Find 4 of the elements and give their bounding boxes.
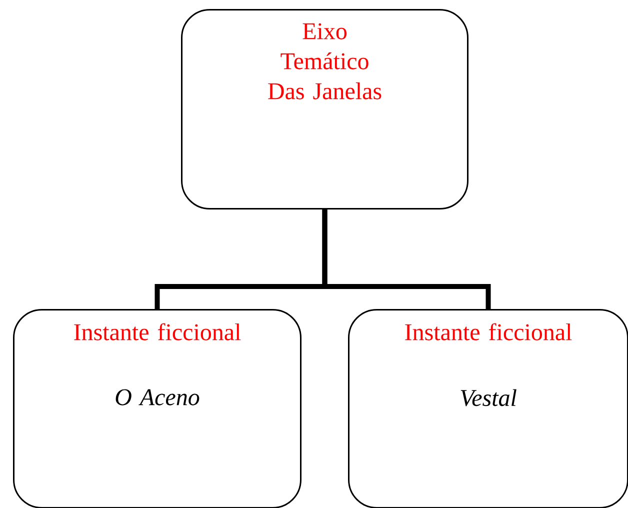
process-box: Instante ficcional O Aceno xyxy=(13,309,302,508)
process-box: Eixo Temático Das Janelas xyxy=(181,9,468,210)
connector-line xyxy=(322,210,491,309)
process-box: Instante ficcional Vestal xyxy=(348,309,628,508)
